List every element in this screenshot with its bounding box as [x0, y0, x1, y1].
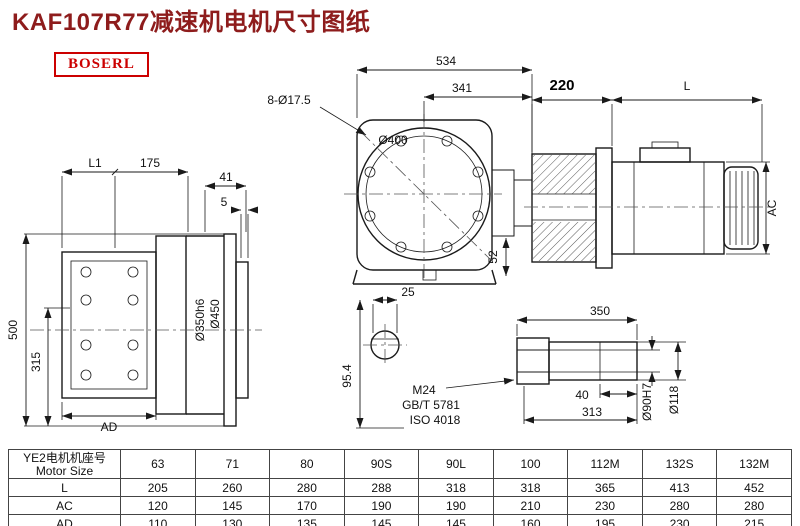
dim-350: 350 [590, 304, 610, 318]
table-cell: 145 [418, 514, 494, 526]
label-gbt-5781: GB/T 5781 [402, 398, 460, 412]
dim-41: 41 [219, 170, 233, 184]
dim-500: 500 [6, 320, 20, 340]
boserl-logo: BOSERL [54, 52, 149, 77]
dim-118: Ø118 [667, 385, 681, 414]
table-cell: 170 [269, 496, 345, 515]
dim-52: 52 [486, 250, 500, 264]
table-row-ac: AC 120 145 170 190 190 210 230 280 280 [8, 496, 792, 515]
table-cell: 145 [194, 496, 271, 515]
dim-bolt-holes: 8-Ø17.5 [267, 93, 311, 107]
table-size-header: 132M [716, 449, 792, 479]
table-cell: 120 [120, 496, 196, 515]
table-cell: 280 [716, 496, 792, 515]
row-label: AD [8, 514, 121, 526]
front-view-dimensions: 534 341 8-Ø17.5 Ø400 52 25 95.4 M24 GB/T [267, 54, 533, 429]
dim-90h7: Ø90H7 [640, 383, 654, 421]
table-cell: 413 [641, 478, 718, 497]
table-cell: 190 [343, 496, 420, 515]
table-cell: 210 [492, 496, 569, 515]
table-cell: 230 [641, 514, 718, 526]
table-cell: 260 [194, 478, 271, 497]
dim-40: 40 [575, 388, 589, 402]
dim-5: 5 [221, 195, 228, 209]
dim-ac: AC [765, 199, 779, 216]
dim-450: Ø450 [208, 299, 222, 329]
dim-534: 534 [436, 54, 456, 68]
table-cell: 215 [716, 514, 792, 526]
dim-220: 220 [549, 77, 574, 94]
table-cell: 318 [492, 478, 569, 497]
table-cell: 110 [120, 514, 196, 526]
table-cell: 318 [418, 478, 494, 497]
table-cell: 365 [567, 478, 643, 497]
table-header-cn: YE2电机机座号 [23, 450, 106, 465]
table-header-row: YE2电机机座号 Motor Size 63 71 80 90S 90L 100… [8, 449, 792, 479]
table-cell: 195 [567, 514, 643, 526]
table-cell: 160 [492, 514, 569, 526]
table-cell: 135 [269, 514, 345, 526]
table-row-l: L 205 260 280 288 318 318 365 413 452 [8, 478, 792, 497]
dim-25: 25 [401, 285, 415, 299]
shaft-detail-dimensions: 350 40 313 Ø90H7 Ø118 [516, 304, 686, 424]
row-label: AC [8, 496, 121, 515]
dim-400: Ø400 [378, 133, 408, 147]
table-size-header: 90S [343, 449, 420, 479]
table-cell: 190 [418, 496, 494, 515]
logo-text: BOSERL [68, 56, 135, 72]
table-header-en: Motor Size [35, 463, 94, 478]
motor-view-dimensions: 220 L AC [531, 77, 779, 255]
dim-95-4: 95.4 [340, 364, 354, 388]
dim-l1: L1 [88, 156, 102, 170]
table-cell: 280 [641, 496, 718, 515]
dim-313: 313 [582, 405, 602, 419]
shaft-detail-view [516, 337, 638, 385]
dim-341: 341 [452, 81, 472, 95]
technical-drawing: L1 175 41 5 500 315 Ø350h6 Ø450 [6, 54, 779, 434]
table-size-header: 132S [641, 449, 718, 479]
dim-350h6: Ø350h6 [193, 298, 207, 341]
table-size-header: 80 [269, 449, 345, 479]
label-m24: M24 [412, 383, 436, 397]
page-title: KAF107R77减速机电机尺寸图纸 [12, 9, 371, 36]
table-cell: 205 [120, 478, 196, 497]
row-label: L [8, 478, 121, 497]
table-corner-cell: YE2电机机座号 Motor Size [8, 449, 121, 479]
left-view-dimensions: L1 175 41 5 500 315 Ø350h6 Ø450 [6, 156, 258, 434]
dim-ad: AD [101, 420, 118, 434]
dim-175: 175 [140, 156, 160, 170]
table-size-header: 63 [120, 449, 196, 479]
table-cell: 130 [194, 514, 271, 526]
table-size-header: 71 [194, 449, 271, 479]
table-size-header: 100 [492, 449, 569, 479]
label-iso-4018: ISO 4018 [410, 413, 461, 427]
dim-315: 315 [29, 352, 43, 372]
table-cell: 280 [269, 478, 345, 497]
front-view [344, 114, 533, 366]
motor-side-view [524, 141, 772, 269]
dim-l: L [684, 79, 691, 93]
table-cell: 452 [716, 478, 792, 497]
table-row-ad: AD 110 130 135 145 145 160 195 230 215 [8, 514, 792, 526]
table-size-header: 112M [567, 449, 643, 479]
left-side-view [30, 233, 262, 427]
table-size-header: 90L [418, 449, 494, 479]
table-cell: 145 [343, 514, 420, 526]
motor-size-table: YE2电机机座号 Motor Size 63 71 80 90S 90L 100… [8, 449, 792, 526]
table-cell: 230 [567, 496, 643, 515]
table-cell: 288 [343, 478, 420, 497]
